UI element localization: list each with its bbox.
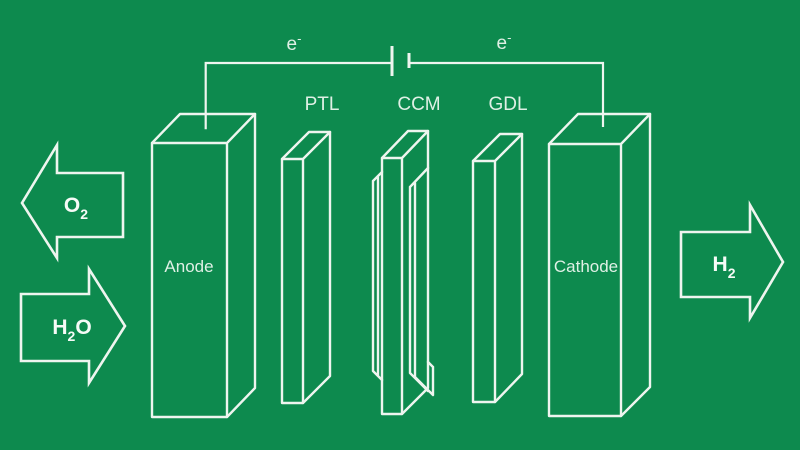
oxygen-label: O2 [64,194,88,222]
anode-label: Anode [164,257,213,276]
ptl-plate [280,130,332,405]
ccm-right-layer [408,166,435,397]
hydrogen-arrow: H2 [679,200,785,323]
hydrogen-label: H2 [713,253,736,281]
wire-right-segment [409,61,605,127]
cathode-outline [547,112,652,418]
ccm-assembly [371,129,435,416]
cathode-inner-edges [547,112,652,418]
hydrogen-arrow-shape [679,200,785,323]
ccm-left-layer [371,170,384,382]
ptl-outline [280,130,332,405]
electron-label-right: e- [497,30,512,54]
anode-outline [150,112,257,419]
water-label: H2O [52,316,91,344]
cathode-block: Cathode [547,112,652,418]
ccm-membrane-inner-edges [380,129,430,416]
gdl-outline [471,132,524,404]
ptl-label: PTL [305,94,340,115]
gdl-inner-edges [471,132,524,404]
anode-inner-edges [150,112,257,419]
cathode-label: Cathode [554,257,618,276]
gdl-plate [471,132,524,404]
water-arrow-shape [19,264,127,388]
ccm-membrane-outline [380,129,430,416]
oxygen-arrow: O2 [20,140,125,263]
ptl-inner-edges [280,130,332,405]
battery-icon [390,46,411,76]
wire-left-segment [204,61,392,130]
water-arrow: H2O [19,264,127,388]
electron-label-left: e- [287,31,302,55]
gdl-label: GDL [488,94,527,115]
oxygen-arrow-shape [20,140,125,263]
ccm-label: CCM [397,94,440,115]
anode-block: Anode [150,112,257,419]
